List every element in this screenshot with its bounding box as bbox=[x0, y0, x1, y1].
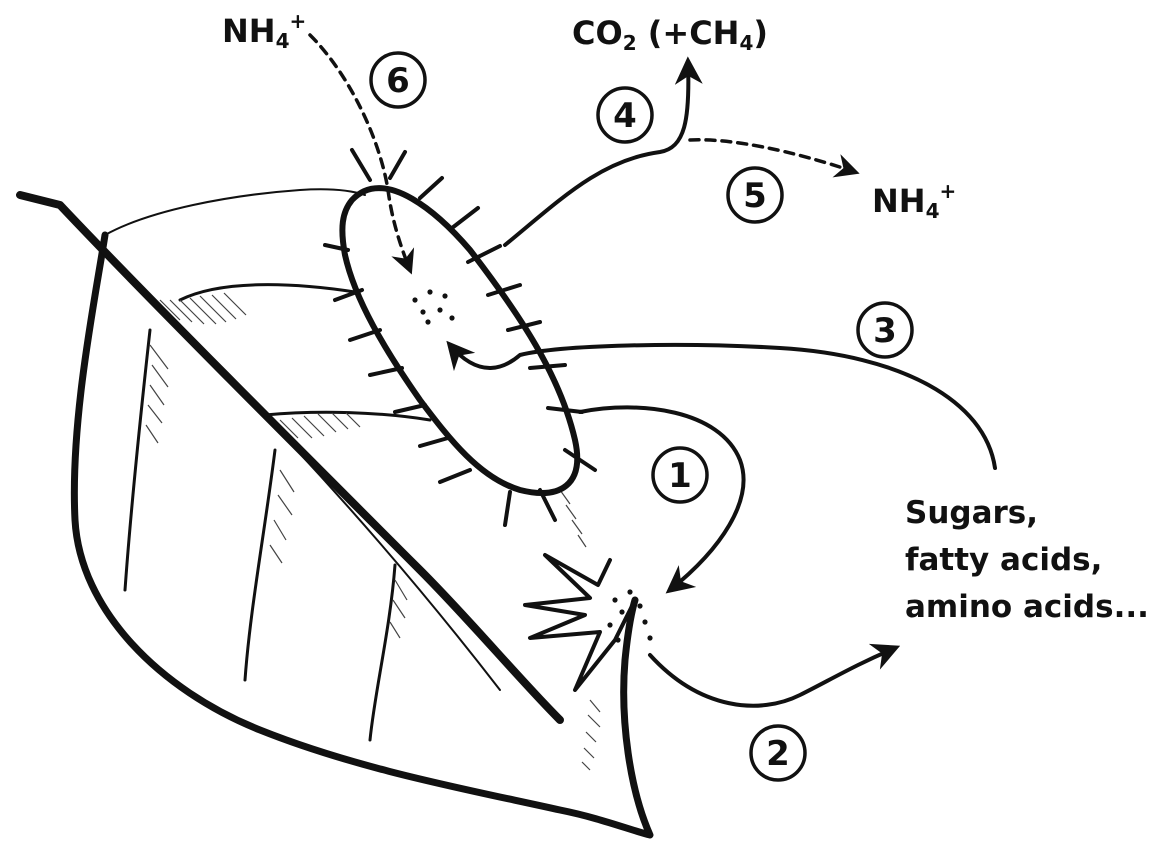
step-marker-2: 2 bbox=[751, 726, 805, 780]
svg-text:3: 3 bbox=[873, 311, 897, 351]
arrow-step-1 bbox=[580, 407, 744, 590]
leaf-vein bbox=[370, 565, 395, 740]
arrow-step-5 bbox=[690, 140, 855, 172]
step-marker-1: 1 bbox=[653, 448, 707, 502]
bacterium-body bbox=[342, 188, 577, 493]
svg-text:6: 6 bbox=[386, 61, 410, 101]
wound-starburst bbox=[525, 555, 635, 690]
leaf bbox=[20, 189, 650, 835]
arrow-step-4 bbox=[505, 62, 688, 245]
step-markers: 1 2 3 4 5 6 bbox=[371, 53, 912, 780]
label-nh4-release: NH4+ bbox=[872, 179, 956, 223]
label-nutrients-line-2: fatty acids, bbox=[905, 542, 1102, 578]
arrow-step-2 bbox=[650, 648, 895, 706]
step-marker-3: 3 bbox=[858, 303, 912, 357]
leaf-vein bbox=[125, 330, 150, 590]
metabolite-dots bbox=[412, 289, 454, 324]
svg-text:4: 4 bbox=[613, 96, 637, 136]
label-nh4-uptake: NH4+ bbox=[222, 9, 306, 53]
step-marker-4: 4 bbox=[598, 88, 652, 142]
leaf-outline bbox=[74, 235, 650, 835]
step-marker-6: 6 bbox=[371, 53, 425, 107]
label-co2-release: CO2 (+CH4) bbox=[572, 14, 768, 55]
label-nutrients-line-1: Sugars, bbox=[905, 495, 1038, 531]
step-marker-5: 5 bbox=[728, 168, 782, 222]
svg-text:1: 1 bbox=[668, 456, 692, 496]
process-arrows bbox=[310, 35, 995, 706]
leaf-upper-edge bbox=[105, 189, 365, 235]
label-nutrients-line-3: amino acids... bbox=[905, 589, 1149, 625]
leaf-vein bbox=[180, 285, 355, 300]
leaf-vein bbox=[265, 412, 430, 420]
leaf-vein bbox=[245, 450, 275, 680]
svg-text:5: 5 bbox=[743, 176, 767, 216]
leaf-midrib-thin bbox=[80, 230, 500, 690]
svg-text:2: 2 bbox=[766, 734, 790, 774]
arrow-step-3 bbox=[450, 345, 995, 468]
